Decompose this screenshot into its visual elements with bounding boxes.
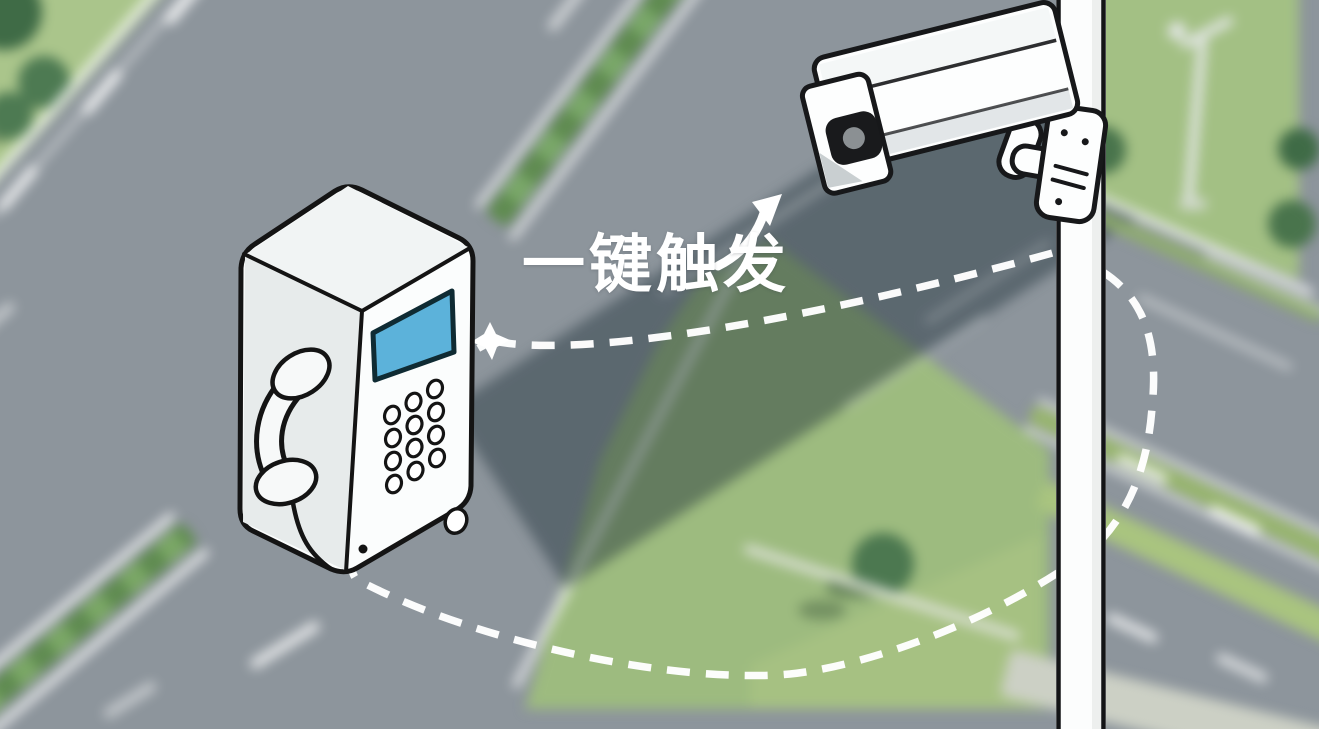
sparkle-icon bbox=[471, 322, 510, 360]
streetlight-base bbox=[1179, 198, 1207, 210]
camera-lens-glass bbox=[842, 127, 865, 150]
phone-keypad[interactable] bbox=[382, 378, 447, 495]
dashed-connection-loop bbox=[346, 248, 1158, 680]
tree-icon bbox=[1278, 128, 1319, 170]
cctv-camera bbox=[799, 0, 1109, 225]
emergency-call-box bbox=[237, 184, 476, 575]
handset-cord bbox=[290, 500, 334, 572]
phone-screw bbox=[358, 544, 368, 554]
streetlight-head bbox=[1168, 22, 1186, 40]
handset-icon[interactable] bbox=[250, 340, 338, 512]
arrow-up-right-icon bbox=[713, 194, 782, 271]
trigger-caption: 一键触发 bbox=[522, 214, 790, 305]
phone-speaker bbox=[443, 507, 469, 535]
trigger-caption-text: 一键触发 bbox=[522, 230, 790, 300]
tree-shadow bbox=[798, 600, 846, 620]
phone-screen bbox=[370, 288, 457, 383]
tree-icon bbox=[1268, 200, 1316, 248]
